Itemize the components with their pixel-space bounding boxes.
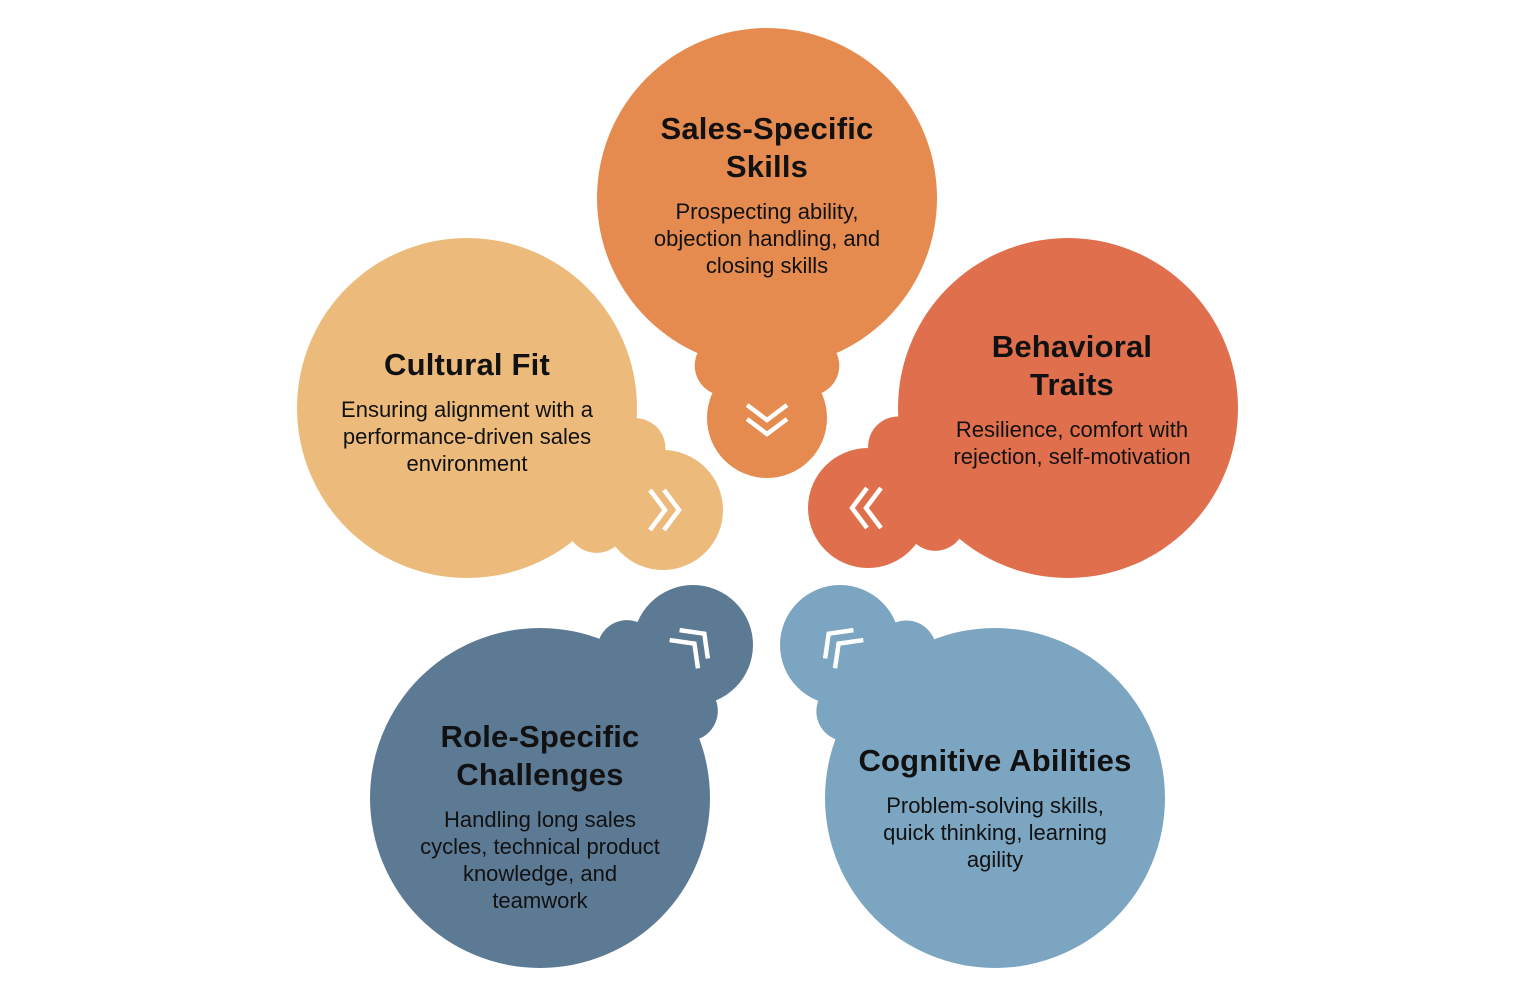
desc-line: agility xyxy=(966,847,1024,872)
desc-line: quick thinking, learning xyxy=(883,820,1107,845)
title-line: Sales-Specific xyxy=(660,111,874,146)
segment-circle xyxy=(597,28,937,368)
segment-role-specific-challenges: Role-Specific Challenges Handling long s… xyxy=(370,718,710,914)
desc-line: objection handling, and xyxy=(653,226,881,251)
segment-sales-specific-skills: Sales-Specific Skills Prospecting abilit… xyxy=(592,110,942,279)
double-chevron-down-icon xyxy=(745,403,789,437)
title-line: Role-Specific xyxy=(440,719,640,754)
title-line: Traits xyxy=(1030,367,1114,402)
desc-line: closing skills xyxy=(705,253,829,278)
segment-title: Sales-Specific Skills xyxy=(592,110,942,186)
desc-line: Prospecting ability, xyxy=(675,199,859,224)
segment-shape-cognitive xyxy=(780,585,1165,968)
desc-line: performance-driven sales xyxy=(342,424,592,449)
segment-title: Cultural Fit xyxy=(292,346,642,384)
desc-line: environment xyxy=(406,451,528,476)
double-chevron-down-left-icon xyxy=(849,486,883,530)
title-line: Cultural Fit xyxy=(384,347,550,382)
segment-circle xyxy=(898,238,1238,578)
double-chevron-down-right-icon xyxy=(648,488,682,532)
segment-shape-cultural xyxy=(297,238,723,578)
desc-line: knowledge, and xyxy=(462,861,618,886)
segment-shape-role xyxy=(370,585,753,968)
desc-line: Handling long sales xyxy=(443,807,637,832)
segment-title: Cognitive Abilities xyxy=(820,742,1170,780)
segment-circle xyxy=(297,238,637,578)
title-line: Challenges xyxy=(456,757,624,792)
desc-line: rejection, self-motivation xyxy=(953,444,1191,469)
double-chevron-up-left-icon xyxy=(822,627,864,669)
segment-title: Behavioral Traits xyxy=(902,328,1242,404)
segment-description: Resilience, comfort with rejection, self… xyxy=(902,416,1242,470)
segment-circle xyxy=(370,628,710,968)
segment-shape-sales xyxy=(597,28,937,478)
segment-description: Prospecting ability, objection handling,… xyxy=(592,198,942,279)
title-line: Cognitive Abilities xyxy=(858,743,1132,778)
segment-shape-behavioral xyxy=(808,238,1238,578)
segment-behavioral-traits: Behavioral Traits Resilience, comfort wi… xyxy=(902,328,1242,470)
desc-line: teamwork xyxy=(492,888,588,913)
title-line: Skills xyxy=(725,149,809,184)
segment-cognitive-abilities: Cognitive Abilities Problem-solving skil… xyxy=(820,742,1170,873)
desc-line: Problem-solving skills, xyxy=(886,793,1104,818)
desc-line: cycles, technical product xyxy=(420,834,660,859)
segment-title: Role-Specific Challenges xyxy=(370,718,710,794)
desc-line: Resilience, comfort with xyxy=(955,417,1189,442)
segment-description: Handling long sales cycles, technical pr… xyxy=(370,806,710,914)
desc-line: Ensuring alignment with a xyxy=(341,397,593,422)
segment-description: Problem-solving skills, quick thinking, … xyxy=(820,792,1170,873)
segment-circle xyxy=(825,628,1165,968)
segment-description: Ensuring alignment with a performance-dr… xyxy=(292,396,642,477)
double-chevron-up-right-icon xyxy=(669,627,711,669)
title-line: Behavioral xyxy=(991,329,1153,364)
segment-cultural-fit: Cultural Fit Ensuring alignment with a p… xyxy=(292,346,642,477)
